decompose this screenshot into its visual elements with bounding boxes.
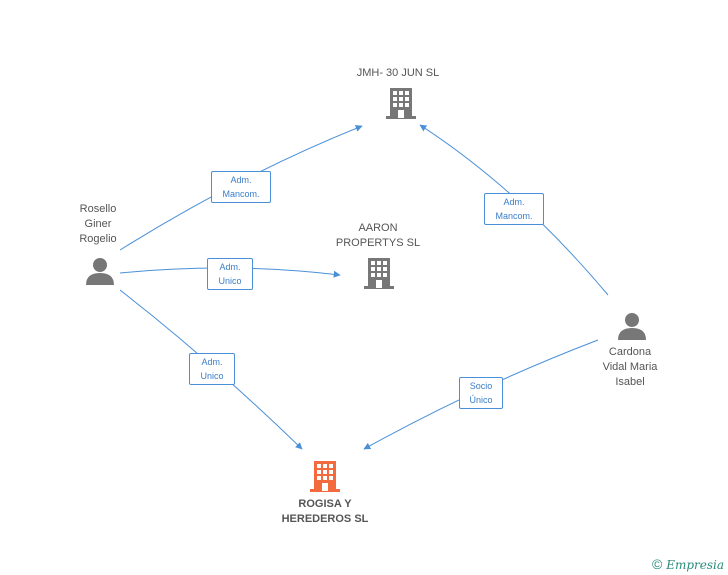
building-icon[interactable]	[386, 88, 416, 119]
brand-logo[interactable]: © Empresia	[652, 556, 724, 572]
person-icon[interactable]	[618, 313, 646, 340]
edge-label-cardona-jmh: Adm. Mancom.	[484, 193, 544, 225]
node-label-rogisa[interactable]: ROGISA Y HEREDEROS SL	[281, 498, 369, 525]
building-icon-main[interactable]	[310, 461, 340, 492]
edge-label-rosello-rogisa: Adm. Unico	[189, 353, 235, 385]
edge-label-rosello-jmh: Adm. Mancom.	[211, 171, 271, 203]
edge-label-rosello-aaron: Adm. Unico	[207, 258, 253, 290]
building-icon[interactable]	[364, 258, 394, 289]
node-label-jmh[interactable]: JMH- 30 JUN SL	[356, 67, 440, 79]
node-label-rosello[interactable]: Rosello Giner Rogelio	[79, 203, 117, 245]
brand-name: Empresia	[666, 558, 724, 572]
node-label-aaron[interactable]: AARON PROPERTYS SL	[335, 222, 421, 249]
node-label-cardona[interactable]: Cardona Vidal Maria Isabel	[602, 346, 658, 388]
edge-label-cardona-rogisa: Socio Único	[459, 377, 503, 409]
person-icon[interactable]	[86, 258, 114, 285]
copyright-icon: ©	[652, 556, 663, 572]
